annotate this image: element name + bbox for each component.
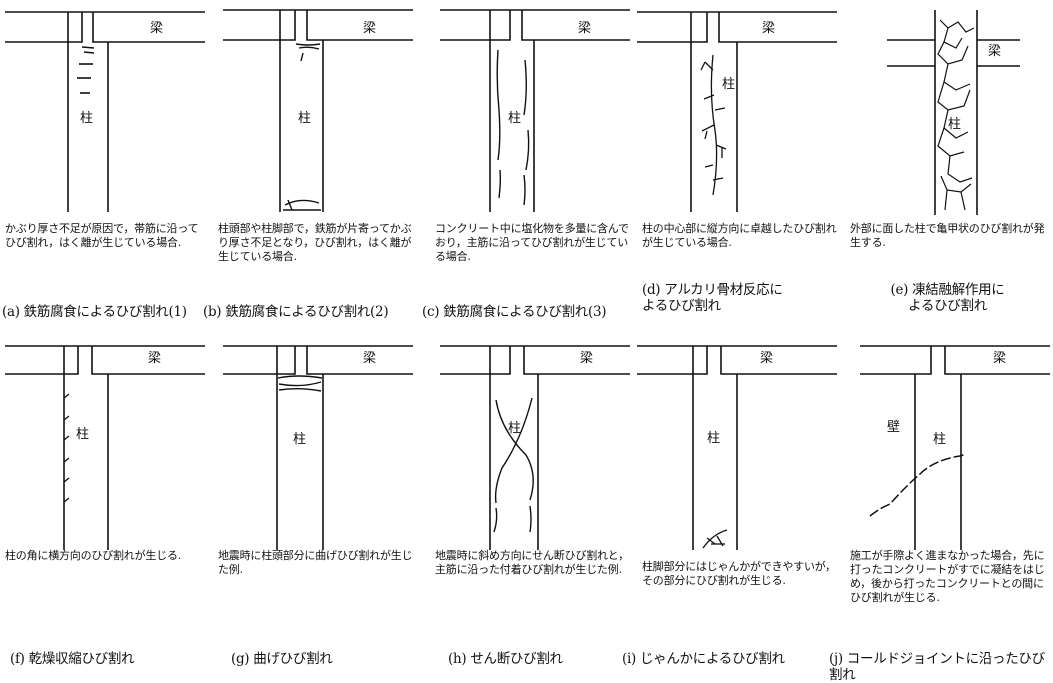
- crack-lines-c: [496, 49, 530, 206]
- diagram-c: [440, 9, 630, 212]
- beam-label: 梁: [363, 351, 377, 366]
- crack-lines-f: [63, 393, 70, 503]
- panel-h: 柱 梁 地震時に斜め方向にせん断ひび割れと，主筋に沿った付着ひび割れが生じた例.…: [430, 338, 635, 675]
- beam-label: 梁: [150, 21, 164, 36]
- panel-c-caption: (c) 鉄筋腐食によるひび割れ(3): [422, 304, 607, 320]
- panel-j-description: 施工が手際よく進まなかった場合，先に打ったコンクリートがすでに凝結をはじめ，後か…: [850, 549, 1045, 604]
- panel-e-description: 外部に面した柱で亀甲状のひび割れが発生する.: [850, 222, 1045, 249]
- crack-lines-d: [700, 54, 727, 196]
- panel-a-caption: (a) 鉄筋腐食によるひび割れ(1): [2, 304, 187, 320]
- column-label: 柱: [722, 77, 736, 92]
- column-label: 柱: [707, 431, 721, 446]
- crack-lines-i: [702, 529, 728, 549]
- column-label: 柱: [948, 117, 962, 132]
- crack-lines-g: [277, 375, 323, 392]
- diagram-b: [223, 9, 413, 212]
- cold-joint-line: [869, 453, 967, 517]
- beam-label: 梁: [580, 351, 594, 366]
- panel-a: 柱 梁 かぶり厚さ不足が原因で，帯筋に沿ってひび割れ，はく離が生じている場合. …: [0, 0, 205, 335]
- column-label: 柱: [508, 421, 522, 436]
- beam-label: 梁: [993, 351, 1007, 366]
- beam-label: 梁: [578, 21, 592, 36]
- beam-label: 梁: [760, 351, 774, 366]
- panel-f-caption: (f) 乾燥収縮ひび割れ: [10, 651, 135, 667]
- panel-j-caption: (j) コールドジョイントに沿ったひび割れ: [829, 651, 1045, 683]
- panel-b-caption: (b) 鉄筋腐食によるひび割れ(2): [203, 304, 389, 320]
- crack-lines-e: [937, 19, 975, 211]
- panel-d-caption: (d) アルカリ骨材反応に よるひび割れ: [642, 282, 783, 314]
- crack-lines-h: [493, 397, 534, 533]
- panel-j: 壁 柱 梁 施工が手際よく進まなかった場合，先に打ったコンクリートがすでに凝結を…: [829, 338, 1050, 683]
- panel-h-description: 地震時に斜め方向にせん断ひび割れと，主筋に沿った付着ひび割れが生じた例.: [435, 549, 629, 576]
- crack-lines-b: [283, 43, 321, 211]
- diagram-j: [860, 345, 1050, 550]
- panel-a-description: かぶり厚さ不足が原因で，帯筋に沿ってひび割れ，はく離が生じている場合.: [5, 222, 199, 249]
- panel-g-caption: (g) 曲げひび割れ: [231, 651, 333, 667]
- panel-i: 柱 梁 柱脚部分にはじゃんかができやすいが，その部分にひび割れが生じる. (i)…: [622, 338, 842, 675]
- panel-c: 柱 梁 コンクリート中に塩化物を多量に含んでおり，主筋に沿ってひび割れが生じてい…: [422, 0, 635, 335]
- panel-g-description: 地震時に柱頭部分に曲げひび割れが生じた例.: [218, 549, 413, 576]
- column-label: 柱: [298, 111, 312, 126]
- panel-e-caption: (e) 凍結融解作用に よるひび割れ: [890, 282, 1005, 314]
- panel-c-description: コンクリート中に塩化物を多量に含んでおり，主筋に沿ってひび割れが生じている場合.: [435, 222, 629, 263]
- crack-lines-a: [77, 46, 95, 94]
- column-label: 柱: [293, 432, 307, 447]
- diagram-d: [637, 11, 837, 212]
- panel-i-caption: (i) じゃんかによるひび割れ: [622, 651, 785, 667]
- panel-i-description: 柱脚部分にはじゃんかができやすいが，その部分にひび割れが生じる.: [642, 560, 836, 587]
- diagram-f: [5, 345, 205, 550]
- panel-h-caption: (h) せん断ひび割れ: [448, 651, 563, 667]
- panel-e: 柱 梁 外部に面した柱で亀甲状のひび割れが発生する. (e) 凍結融解作用に よ…: [845, 0, 1050, 335]
- panel-b: 柱 梁 柱頭部や柱脚部で，鉄筋が片寄ってかぶり厚さ不足となり，ひび割れ，はく離が…: [203, 0, 418, 335]
- beam-label: 梁: [363, 21, 377, 36]
- beam-label: 梁: [148, 351, 162, 366]
- panel-f-description: 柱の角に横方向のひび割れが生じる.: [5, 549, 182, 562]
- column-label: 柱: [933, 432, 947, 447]
- panel-d-description: 柱の中心部に縦方向に卓越したひび割れが生じている場合.: [642, 222, 837, 249]
- column-label: 柱: [76, 427, 90, 442]
- panel-d: 柱 梁 柱の中心部に縦方向に卓越したひび割れが生じている場合. (d) アルカリ…: [637, 0, 842, 335]
- diagram-g: [223, 345, 413, 550]
- beam-label: 梁: [762, 21, 776, 36]
- panel-f: 柱 梁 柱の角に横方向のひび割れが生じる. (f) 乾燥収縮ひび割れ: [0, 338, 205, 675]
- column-label: 柱: [508, 111, 522, 126]
- diagram-i: [637, 345, 837, 550]
- diagram-e: [887, 10, 1020, 215]
- panel-g: 柱 梁 地震時に柱頭部分に曲げひび割れが生じた例. (g) 曲げひび割れ: [213, 338, 418, 675]
- diagram-a: [5, 11, 205, 212]
- wall-label: 壁: [887, 420, 901, 435]
- panel-b-description: 柱頭部や柱脚部で，鉄筋が片寄ってかぶり厚さ不足となり，ひび割れ，はく離が生じてい…: [218, 222, 412, 263]
- column-label: 柱: [80, 111, 94, 126]
- beam-label: 梁: [988, 44, 1002, 59]
- diagram-h: [440, 345, 630, 550]
